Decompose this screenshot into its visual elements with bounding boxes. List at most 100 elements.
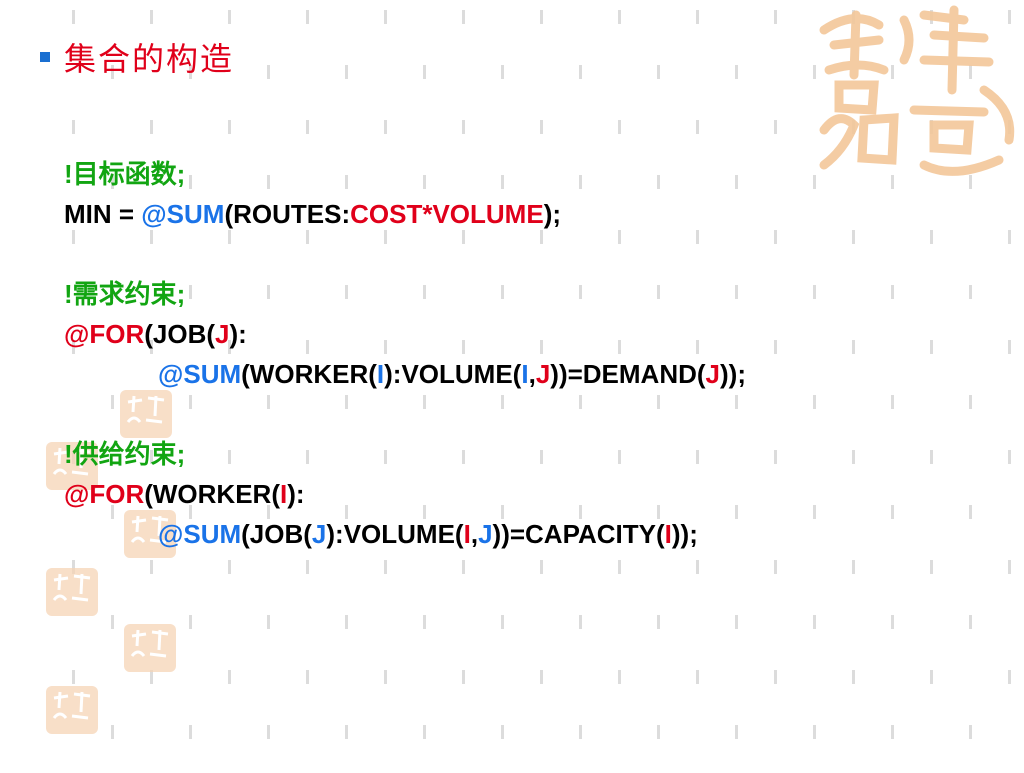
background-dash [579,725,582,739]
background-dash [189,725,192,739]
background-dash [540,670,543,684]
sum-keyword: @SUM [158,519,242,549]
background-dash [930,340,933,354]
background-dash [813,725,816,739]
index-variable: I [463,519,471,549]
background-dash [345,65,348,79]
background-dash [657,725,660,739]
background-dash [306,120,309,134]
background-dash [618,120,621,134]
lingo-code-block: !目标函数; MIN = @SUM(ROUTES:COST*VOLUME); !… [64,154,746,554]
background-dash [267,65,270,79]
index-variable: I [280,479,288,509]
index-variable: I [664,519,672,549]
background-dash [618,560,621,574]
code-text: ); [543,199,562,229]
background-dash [852,120,855,134]
background-dash [267,615,270,629]
background-dash [735,615,738,629]
index-variable: J [215,319,230,349]
background-dash [579,65,582,79]
background-dash [969,395,972,409]
background-dash [774,230,777,244]
code-text: MIN = [64,199,142,229]
background-dash [189,615,192,629]
code-line-demand-comment: !需求约束; [64,274,746,314]
background-dash [111,615,114,629]
background-dash [891,505,894,519]
code-text: , [528,359,536,389]
background-dash [1008,340,1011,354]
background-dash [1008,230,1011,244]
code-line-objective: MIN = @SUM(ROUTES:COST*VOLUME); [64,194,746,234]
background-dash [462,560,465,574]
background-dash [891,725,894,739]
code-line-demand-for: @FOR(JOB(J): [64,314,746,354]
background-dash [930,560,933,574]
index-variable: I [376,359,385,389]
background-dash [540,10,543,24]
code-text: ))=DEMAND( [550,359,706,389]
index-variable: J [705,359,721,389]
background-dash [813,505,816,519]
background-dash [72,560,75,574]
background-dash [813,615,816,629]
background-dash [852,560,855,574]
background-dash [852,340,855,354]
comment-text: !供给约束; [64,439,186,469]
background-dash [891,285,894,299]
background-dash [228,10,231,24]
background-dash [1008,670,1011,684]
background-dash [150,10,153,24]
background-dash [930,670,933,684]
background-dash [72,670,75,684]
comment-text: !目标函数; [64,159,186,189]
code-text: ):VOLUME( [326,519,464,549]
background-dash [1008,450,1011,464]
bullet-square-icon [40,52,50,62]
background-dash [540,120,543,134]
background-dash [696,10,699,24]
background-dash [813,65,816,79]
code-text: , [470,519,479,549]
code-line-demand-sum: @SUM(WORKER(I):VOLUME(I,J))=DEMAND(J)); [64,354,746,394]
background-dash [696,120,699,134]
background-dash [72,120,75,134]
background-dash [852,670,855,684]
background-dash [306,560,309,574]
background-dash [423,65,426,79]
background-dash [462,10,465,24]
background-dash [813,175,816,189]
background-dash [423,615,426,629]
background-dash [618,670,621,684]
background-dash [813,285,816,299]
background-dash [969,615,972,629]
background-dash [579,615,582,629]
sum-keyword: @SUM [141,199,225,229]
background-dash [462,670,465,684]
background-dash [930,450,933,464]
for-keyword: @FOR [64,479,145,509]
code-line-supply-sum: @SUM(JOB(J):VOLUME(I,J))=CAPACITY(I)); [64,514,746,554]
background-dash [852,230,855,244]
code-text: (WORKER( [241,359,377,389]
background-dash [501,725,504,739]
background-dash [345,725,348,739]
background-dash [150,670,153,684]
background-dash [969,505,972,519]
code-text: (ROUTES: [224,199,351,229]
background-dash [306,10,309,24]
background-dash [774,450,777,464]
code-text: )); [671,519,698,549]
sum-keyword: @SUM [158,359,242,389]
index-variable: J [535,359,551,389]
code-text: (JOB( [144,319,216,349]
background-dash [501,615,504,629]
background-dash [228,120,231,134]
code-text: (WORKER( [144,479,280,509]
background-dash [774,10,777,24]
index-variable: I [521,359,529,389]
background-dash [774,120,777,134]
decorative-seal-large [784,0,1024,200]
code-text: ))=CAPACITY( [492,519,665,549]
